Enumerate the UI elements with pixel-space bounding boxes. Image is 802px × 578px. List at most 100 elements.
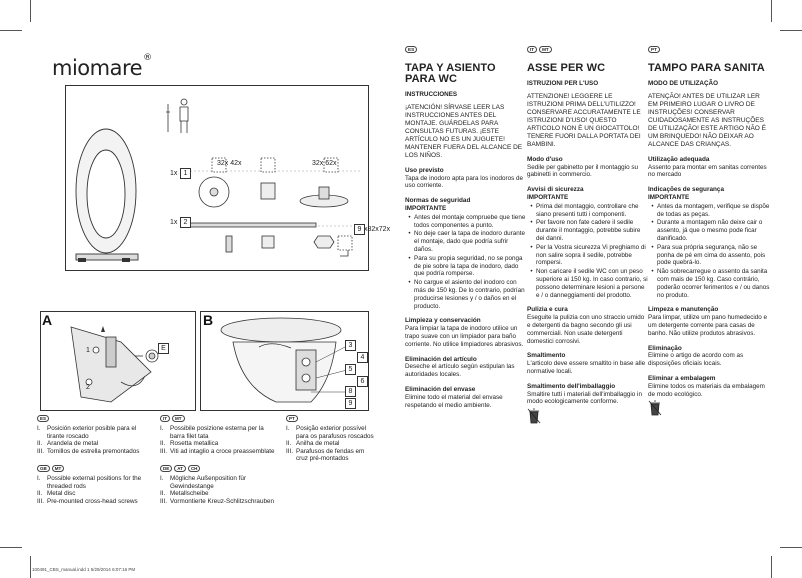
packaging-text: Elimine todos os materiais da embalagem … xyxy=(648,382,765,398)
legend-item: I.Mögliche Außenposition für Gewindestan… xyxy=(160,475,246,490)
warning-text: ATTENZIONE! LEGGERE LE ISTRUZIONI PRIMA … xyxy=(527,92,641,148)
panel-b-tag-3: 3 xyxy=(345,340,356,351)
brand-logo: miomare ® xyxy=(52,53,152,80)
safety-sub: IMPORTANTE xyxy=(527,193,569,201)
safety-sub: IMPORTANTE xyxy=(405,204,447,212)
panel-a-mark-2: 2 xyxy=(86,384,90,391)
use-heading: Utilização adequada xyxy=(648,155,710,163)
legend-item: II.Metallscheibe xyxy=(160,490,209,498)
list-item: •Non caricare il sedile WC con un peso s… xyxy=(530,268,648,299)
legend-item: I.Possibile posizione esterna per la bar… xyxy=(160,425,264,440)
lang-badge: MT xyxy=(172,415,185,422)
crop-mark xyxy=(771,556,772,578)
disposal-text: L'articolo deve essere smaltito in base … xyxy=(527,360,646,375)
use-heading: Uso previsto xyxy=(405,166,444,174)
legend-item: III.Parafusos de fendas em cruz pré-mont… xyxy=(286,447,365,463)
list-item: •Para sua própria segurança, não se ponh… xyxy=(651,243,766,267)
row1-qty-a: 32x 42x xyxy=(217,160,242,167)
crop-mark xyxy=(30,0,31,22)
safety-heading: Indicações de segurança xyxy=(648,186,725,194)
brand-mark: ® xyxy=(143,53,153,63)
cleaning-text: Para limpar, utilize um pano humedecido … xyxy=(648,314,768,337)
row2-num-tag: 2 xyxy=(180,217,191,228)
list-item: •Per la Vostra sicurezza Vi preghiamo di… xyxy=(530,243,646,267)
crop-mark xyxy=(780,30,802,31)
use-text: Assento para montar em sanitas correntes… xyxy=(648,163,767,179)
list-item: •Não sobrecarregue o assento da sanita c… xyxy=(651,268,770,299)
use-text: Sedile per gabinetto per il montaggio su… xyxy=(527,163,638,179)
crop-mark xyxy=(30,556,31,578)
disposal-text: Elimine o artigo de acordo com as dispos… xyxy=(648,352,744,368)
row2-index: 1x xyxy=(170,219,178,226)
title: TAPA Y ASIENTO PARA WC xyxy=(405,62,496,85)
row1-index: 1x xyxy=(170,170,178,177)
column-es: ES TAPA Y ASIENTO PARA WC INSTRUCCIONES … xyxy=(405,46,527,409)
list-item: •Antes da montagem, verifique se dispõe … xyxy=(651,202,770,218)
lang-badge: DE xyxy=(160,465,173,472)
row1-num-tag: 1 xyxy=(180,168,191,179)
lang-badge: ES xyxy=(405,46,418,53)
panel-a-label: A xyxy=(42,312,53,328)
panel-b-tag-4: 4 xyxy=(357,352,368,363)
packaging-text: Elimine todo el material del envase resp… xyxy=(405,393,503,409)
list-item: •No cargue el asiento del inodoro con má… xyxy=(408,279,525,310)
column-pt: PT TAMPO PARA SANITA MODO DE UTILIZAÇÃO … xyxy=(648,46,770,419)
packaging-text: Smaltire tutti i materiali dell'imballag… xyxy=(527,390,642,406)
cleaning-text: Eseguite la pulizia con uno straccio umi… xyxy=(527,314,645,345)
legend-item: II.Arandela de metal xyxy=(37,440,99,448)
legend-item: I.Posição exterior possível para os para… xyxy=(286,425,374,440)
legend-es: ES I.Posición exterior posible para el t… xyxy=(37,415,153,455)
legend-item: III.Tornillos de estrella premontados xyxy=(37,447,140,455)
cleaning-text: Para limpiar la tapa de inodoro utilice … xyxy=(405,325,524,348)
list-item: •Per favore non fate cadere il sedile du… xyxy=(530,219,641,242)
list-item: •Para su propia seguridad, no se ponga d… xyxy=(408,254,523,278)
lang-badge: PT xyxy=(648,46,660,53)
list-item: •No deje caer la tapa de inodoro durante… xyxy=(408,230,525,253)
legend-item: III.Viti ad intaglio a croce preassembla… xyxy=(160,447,275,455)
cleaning-heading: Limpeza e manutenção xyxy=(648,306,719,314)
disposal-heading: Smaltimento xyxy=(527,352,566,360)
panel-a-sub-tag: E xyxy=(158,343,169,354)
list-item: •Prima del montaggio, controllare che si… xyxy=(530,202,639,218)
legend-pt: PT I.Posição exterior possível para os p… xyxy=(286,415,374,463)
print-slug: 100491_CBS_manual.indd 1 5/29/2014 6:07:… xyxy=(32,567,136,572)
row2-qty-size: x82x72x xyxy=(364,226,391,233)
cleaning-heading: Pulizia e cura xyxy=(527,306,568,314)
crop-mark xyxy=(771,0,772,22)
warning-text: ¡ATENCIÓN! SÍRVASE LEER LAS INSTRUCCIONE… xyxy=(405,103,523,159)
lang-badge: IT xyxy=(527,46,538,53)
legend-item: I.Posición exterior posible para el tira… xyxy=(37,425,137,440)
lang-badge: PT xyxy=(286,415,298,422)
lang-badge: IT xyxy=(160,415,170,422)
legend-item: II.Metal disc xyxy=(37,490,76,498)
instructions-heading: ISTRUZIONI PER L'USO xyxy=(527,80,599,87)
packaging-heading: Eliminación del envase xyxy=(405,385,476,393)
parts-figure: 1x 1 32x 42x 32x 62x 1x 2 9 x82x72x xyxy=(65,85,390,271)
safety-heading: Normas de seguridad xyxy=(405,197,471,205)
instructions-heading: MODO DE UTILIZAÇÃO xyxy=(648,80,718,87)
panel-b-tag-6: 6 xyxy=(357,376,368,387)
panel-b-tag-8: 8 xyxy=(345,386,356,397)
title: TAMPO PARA SANITA xyxy=(648,62,765,74)
packaging-heading: Smaltimento dell'imballaggio xyxy=(527,382,616,390)
disposal-heading: Eliminação xyxy=(648,344,682,352)
legend-item: III.Vormontierte Kreuz-Schlitzschrauben xyxy=(160,497,274,505)
legend-item: III.Pre-mounted cross-head screws xyxy=(37,497,138,505)
lang-badge: MT xyxy=(51,465,65,472)
disposal-heading: Eliminación del artículo xyxy=(405,355,477,363)
assembly-drawing-b xyxy=(220,317,348,403)
legend-item: II.Rosetta metallica xyxy=(160,440,219,448)
list-item: •Durante a montagem não deixe cair o ass… xyxy=(651,219,763,242)
assembly-drawing-a xyxy=(70,326,159,403)
panel-a-mark-1: 1 xyxy=(86,347,90,354)
panel-b-tag-5: 5 xyxy=(345,364,356,375)
warning-text: ATENÇÃO! ANTES DE UTILIZAR LER EM PRIMEI… xyxy=(648,92,766,148)
panel-b-tag-9: 9 xyxy=(345,398,356,409)
assembly-panel-b: B 3 4 5 6 8 9 xyxy=(200,311,369,411)
safety-heading: Avvisi di sicurezza xyxy=(527,186,584,194)
lang-badge: CH xyxy=(187,465,201,472)
